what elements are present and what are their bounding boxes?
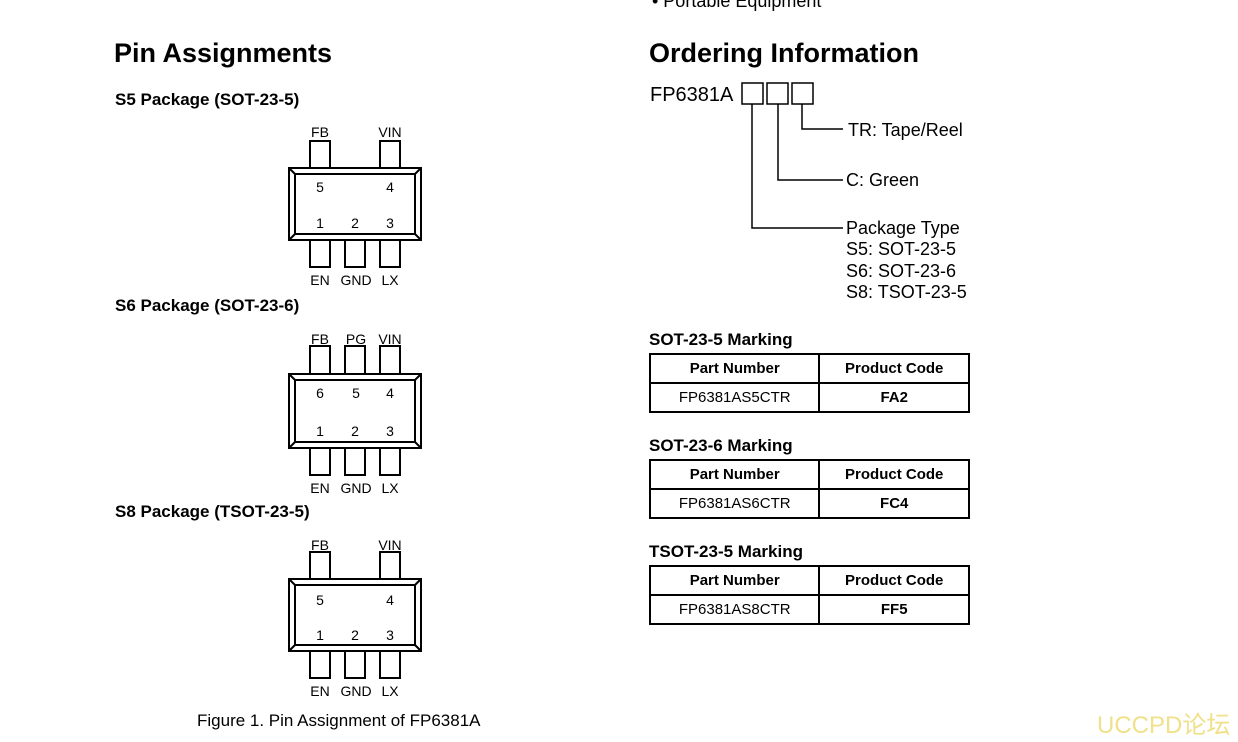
marking-title-sot23-5: SOT-23-5 Marking bbox=[649, 330, 793, 349]
top-cut-text: • Portable Equipment bbox=[652, 0, 822, 11]
column-header: Part Number bbox=[648, 459, 821, 490]
pin-number: 3 bbox=[386, 423, 394, 439]
pin-label: GND bbox=[340, 683, 372, 699]
part-number-cell: FP6381AS6CTR bbox=[648, 488, 821, 519]
marking-title-sot23-6: SOT-23-6 Marking bbox=[649, 436, 793, 455]
pin-label: LX bbox=[381, 272, 399, 288]
pin-number: 6 bbox=[316, 385, 324, 401]
pin-number: 5 bbox=[316, 179, 324, 195]
pin-number: 1 bbox=[316, 627, 324, 643]
pin-number: 2 bbox=[351, 215, 359, 231]
product-code-cell: FA2 bbox=[818, 382, 970, 413]
marking-table-sot23-5: Part Number Product Code FP6381AS5CTR FA… bbox=[648, 353, 970, 413]
pin-label: EN bbox=[310, 272, 330, 288]
label-tape-reel: TR: Tape/Reel bbox=[848, 120, 963, 140]
pin-label: EN bbox=[310, 480, 330, 496]
pin-label: FB bbox=[311, 124, 329, 140]
product-code-cell: FF5 bbox=[818, 594, 970, 625]
column-header: Product Code bbox=[818, 459, 970, 490]
pin-number: 4 bbox=[386, 385, 394, 401]
pin-number: 3 bbox=[386, 215, 394, 231]
label-green: C: Green bbox=[846, 170, 920, 190]
pin-number: 3 bbox=[386, 627, 394, 643]
pin-label: LX bbox=[381, 480, 399, 496]
pin-label: VIN bbox=[378, 331, 402, 347]
pin-assignments-heading: Pin Assignments bbox=[114, 38, 333, 68]
pin-number: 5 bbox=[352, 385, 360, 401]
part-number-prefix: FP6381A bbox=[650, 84, 734, 106]
pin-number: 1 bbox=[316, 215, 324, 231]
package-title-s5: S5 Package (SOT-23-5) bbox=[115, 90, 300, 109]
figure-caption: Figure 1. Pin Assignment of FP6381A bbox=[197, 711, 481, 730]
column-header: Product Code bbox=[818, 353, 970, 384]
marking-table-tsot23-5: Part Number Product Code FP6381AS8CTR FF… bbox=[648, 565, 970, 625]
pin-label: GND bbox=[340, 272, 372, 288]
marking-table-sot23-6: Part Number Product Code FP6381AS6CTR FC… bbox=[648, 459, 970, 519]
package-title-s6: S6 Package (SOT-23-6) bbox=[115, 296, 300, 315]
pin-number: 5 bbox=[316, 592, 324, 608]
marking-title-tsot23-5: TSOT-23-5 Marking bbox=[649, 542, 803, 561]
ordering-information-heading: Ordering Information bbox=[649, 38, 919, 68]
pin-label: LX bbox=[381, 683, 399, 699]
label-s8: S8: TSOT-23-5 bbox=[846, 282, 967, 302]
pin-number: 1 bbox=[316, 423, 324, 439]
pin-label: GND bbox=[340, 480, 372, 496]
pin-number: 2 bbox=[351, 423, 359, 439]
pin-number: 4 bbox=[386, 179, 394, 195]
watermark: UCCPD论坛 bbox=[1097, 712, 1231, 739]
column-header: Part Number bbox=[648, 353, 821, 384]
label-s5: S5: SOT-23-5 bbox=[846, 239, 957, 259]
pin-label: FB bbox=[311, 331, 329, 347]
product-code-cell: FC4 bbox=[818, 488, 970, 519]
pin-number: 4 bbox=[386, 592, 394, 608]
pin-label: PG bbox=[345, 331, 367, 347]
column-header: Product Code bbox=[818, 565, 970, 596]
label-package-type: Package Type bbox=[846, 218, 960, 238]
pin-number: 2 bbox=[351, 627, 359, 643]
part-number-cell: FP6381AS5CTR bbox=[648, 382, 821, 413]
pin-label: VIN bbox=[378, 537, 402, 553]
pin-label: VIN bbox=[378, 124, 402, 140]
label-s6: S6: SOT-23-6 bbox=[846, 261, 957, 281]
part-number-cell: FP6381AS8CTR bbox=[648, 594, 821, 625]
column-header: Part Number bbox=[648, 565, 821, 596]
pin-label: FB bbox=[311, 537, 329, 553]
pin-label: EN bbox=[310, 683, 330, 699]
package-title-s8: S8 Package (TSOT-23-5) bbox=[115, 502, 310, 521]
